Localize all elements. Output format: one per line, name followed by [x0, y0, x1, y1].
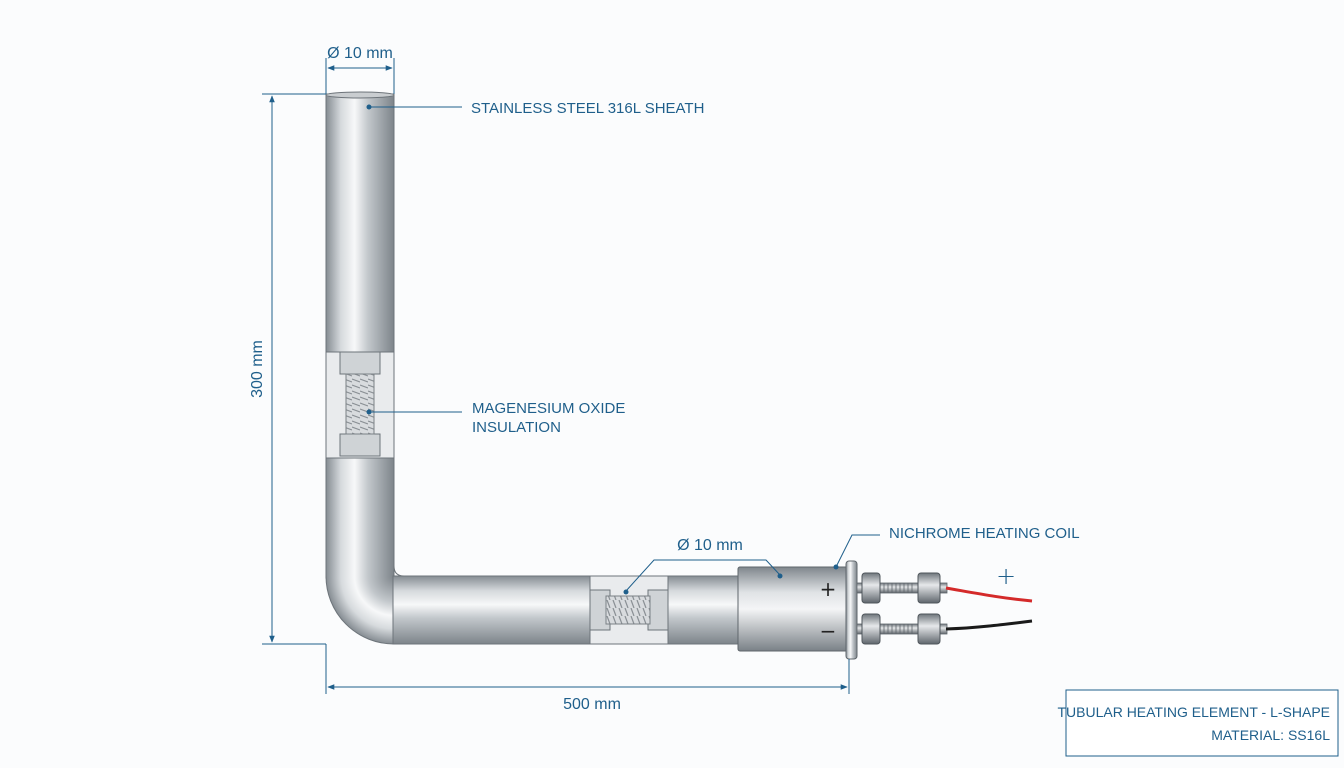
nut-positive-inner	[861, 572, 881, 604]
tube-elbow	[326, 576, 394, 644]
top-diameter-text: Ø 10 mm	[327, 45, 393, 62]
tube-top-end	[325, 91, 395, 99]
dimension-bottom-diameter: Ø 10 mm	[623, 537, 783, 595]
bottom-diameter-text: Ø 10 mm	[677, 537, 743, 554]
title-block-line2: MATERIAL: SS16L	[1211, 727, 1330, 743]
horizontal-cutaway	[589, 575, 669, 645]
insulation-label-line1: MAGENESIUM OXIDE	[472, 400, 625, 417]
nut-negative-outer	[917, 613, 941, 645]
dimension-height: 300 mm	[249, 93, 326, 645]
title-block: TUBULAR HEATING ELEMENT - L-SHAPE MATERI…	[1057, 689, 1339, 757]
callout-sheath: STAINLESS STEEL 316L SHEATH	[366, 100, 704, 117]
terminal-head: + −	[737, 560, 858, 660]
callout-coil: NICHROME HEATING COIL	[833, 525, 1080, 570]
dimension-top-diameter: Ø 10 mm	[325, 45, 395, 94]
nut-positive-outer	[917, 572, 941, 604]
insulation-coil-vertical	[345, 373, 375, 435]
wire-positive	[945, 586, 1033, 603]
polarity-plus-label: +	[996, 562, 1016, 590]
height-text: 300 mm	[249, 340, 266, 398]
dimension-length: 500 mm	[325, 644, 850, 713]
coil-label: NICHROME HEATING COIL	[889, 525, 1080, 542]
wire-negative	[945, 619, 1033, 631]
nut-negative-inner	[861, 613, 881, 645]
vertical-tube	[325, 93, 395, 579]
heating-tube	[325, 91, 741, 645]
callout-insulation: MAGENESIUM OXIDE INSULATION	[366, 400, 625, 436]
terminal-flange	[845, 560, 858, 660]
insulation-label-line2: INSULATION	[472, 419, 561, 436]
vertical-cutaway	[325, 351, 395, 459]
terminal-plus-sign: +	[820, 577, 837, 601]
title-block-line1: TUBULAR HEATING ELEMENT - L-SHAPE	[1057, 704, 1330, 720]
insulation-coil-horizontal	[605, 595, 651, 625]
sheath-label: STAINLESS STEEL 316L SHEATH	[471, 100, 704, 117]
terminal-studs	[856, 572, 948, 645]
length-text: 500 mm	[563, 696, 621, 713]
horizontal-tube	[392, 575, 741, 645]
terminal-minus-sign: −	[820, 619, 837, 643]
